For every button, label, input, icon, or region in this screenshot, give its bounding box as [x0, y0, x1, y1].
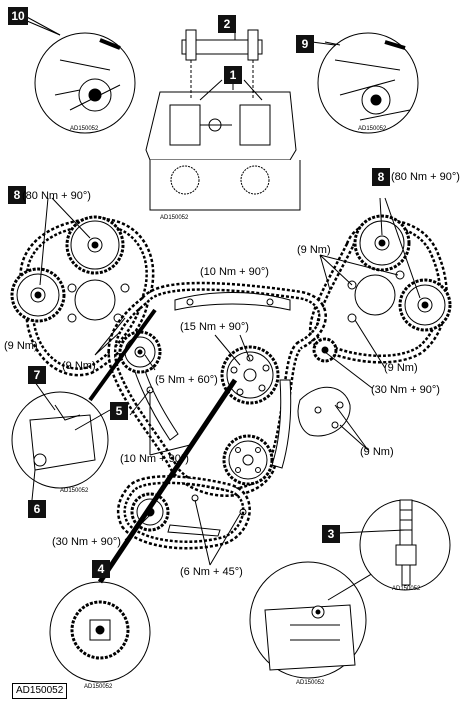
- torque-label: (6 Nm + 45°): [180, 566, 243, 578]
- leader-line: [324, 351, 373, 389]
- leader-line: [94, 317, 126, 356]
- torque-label: (9 Nm): [62, 360, 96, 372]
- inset-code: AD150052: [84, 684, 113, 690]
- leader-line: [31, 469, 36, 501]
- bolt: [120, 283, 130, 293]
- leader-line: [339, 529, 406, 534]
- leader-line: [354, 319, 386, 369]
- leader-line: [129, 389, 151, 416]
- left-cover-hole: [74, 279, 116, 321]
- torque-label: (30 Nm + 90°): [371, 384, 440, 396]
- inset-code: AD150052: [358, 126, 387, 132]
- right-exhaust-sprocket: [398, 278, 452, 332]
- leader-line: [319, 254, 399, 291]
- callout-5: 5: [110, 402, 128, 420]
- torque-label: (10 Nm + 90°): [200, 266, 269, 278]
- camshaft-clamp-tool: [181, 29, 263, 100]
- detail-inset-7: [11, 308, 157, 489]
- torque-label: (9 Nm): [4, 340, 38, 352]
- right-chain-guide: [271, 379, 292, 469]
- upper-chain-guide: [174, 292, 291, 311]
- torque-label: (9 Nm): [384, 362, 418, 374]
- callout-8-left: 8: [8, 186, 26, 204]
- callout-10: 10: [8, 7, 28, 25]
- bolt: [336, 401, 344, 409]
- leader-line: [194, 499, 241, 566]
- leader-line: [39, 197, 91, 286]
- inset-code: AD150052: [296, 680, 325, 686]
- leader-line: [74, 409, 111, 431]
- callout-9: 9: [296, 35, 314, 53]
- cylinder-head-inset: [145, 91, 301, 211]
- crankshaft-sprocket: [222, 434, 274, 486]
- leader-line: [144, 354, 156, 371]
- callout-2: 2: [218, 15, 236, 33]
- inset-code: AD150052: [60, 488, 89, 494]
- torque-label: (9 Nm): [360, 446, 394, 458]
- leader-line: [324, 41, 341, 46]
- callout-6: 6: [28, 500, 46, 518]
- detail-inset-4: [49, 378, 238, 683]
- leader-line: [334, 404, 369, 451]
- inset-code: AD150052: [70, 126, 99, 132]
- figure-reference: AD150052: [12, 683, 68, 699]
- callout-4: 4: [92, 560, 110, 578]
- leader-line: [24, 15, 61, 36]
- left-camshaft-sprocket: [65, 215, 125, 275]
- inset-code: AD150052: [160, 215, 189, 221]
- torque-label: (15 Nm + 90°): [180, 321, 249, 333]
- bolt: [321, 346, 329, 354]
- right-upper-chain: [308, 219, 448, 364]
- detail-inset-10: [19, 17, 136, 134]
- intermediate-sprocket: [220, 345, 280, 405]
- bolt: [67, 313, 77, 323]
- torque-label: (9 Nm): [297, 244, 331, 256]
- detail-inset-9: [311, 32, 419, 134]
- torque-label: (5 Nm + 60°): [155, 374, 218, 386]
- torque-label: (30 Nm + 90°): [52, 536, 121, 548]
- left-exhaust-sprocket: [10, 267, 66, 323]
- torque-label: (80 Nm + 90°): [22, 190, 91, 202]
- callout-3: 3: [322, 525, 340, 543]
- left-upper-chain: [19, 217, 155, 377]
- torque-label: (80 Nm + 90°): [391, 171, 460, 183]
- callout-1: 1: [224, 66, 242, 84]
- lower-guide: [167, 524, 221, 537]
- bolt: [239, 508, 247, 516]
- bolt: [186, 298, 194, 306]
- bolt: [266, 298, 274, 306]
- leader-line: [149, 392, 191, 456]
- leader-line: [124, 514, 151, 541]
- torque-label: (10 Nm + 90°): [120, 453, 189, 465]
- detail-inset-3-tool: [359, 499, 451, 591]
- callout-8-right: 8: [372, 168, 390, 186]
- leader-line: [379, 197, 421, 299]
- callout-7: 7: [28, 366, 46, 384]
- bolt: [331, 421, 339, 429]
- bolt: [314, 406, 322, 414]
- inset-code: AD150052: [392, 586, 421, 592]
- right-cover-hole: [354, 274, 396, 316]
- bolt: [67, 283, 77, 293]
- leader-line: [214, 334, 251, 366]
- detail-inset-3-engine: [249, 559, 396, 679]
- right-tensioner: [297, 386, 351, 437]
- bolt: [347, 313, 357, 323]
